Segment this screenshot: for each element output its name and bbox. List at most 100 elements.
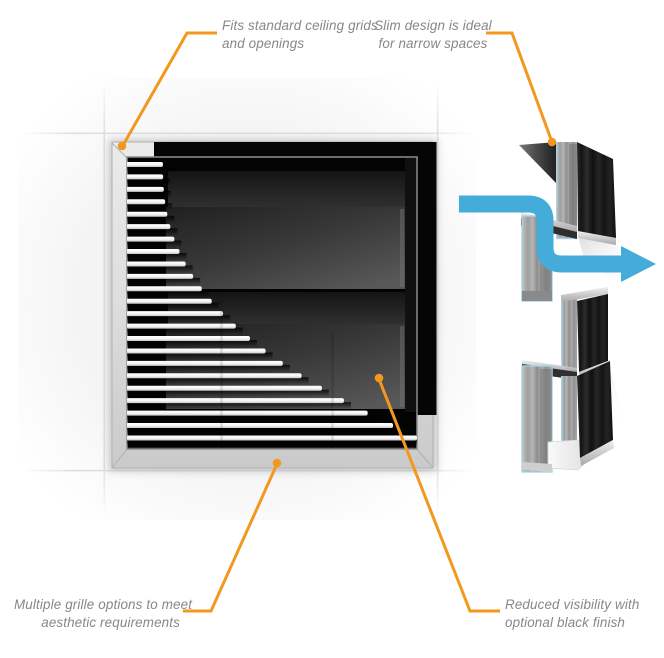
grille-slat [127,249,180,255]
grille-slat [127,174,164,180]
damper-blade-top-edge-1 [168,171,405,207]
airflow-arrow-head [621,246,656,282]
profile-blade-bottom [577,361,613,458]
tile-grid-line-left [103,80,106,516]
callout-top-left: Fits standard ceiling grids and openings [222,17,378,52]
slat-shadow [127,364,290,372]
slat-shadow [127,315,231,323]
slat-shadow [127,240,182,248]
slat-support-seams [220,300,334,448]
damper-edge-highlight-2 [400,326,404,407]
grille-slat [127,162,163,167]
profile-channel-bottom [521,365,553,473]
slat-shadow [127,327,243,335]
slat-seam-2 [331,332,334,448]
callout-dot-bottom-right [374,373,384,383]
slat-shadow [127,377,309,385]
grille-slat [127,286,202,292]
callout-top-right-line-1: Slim design is ideal [374,18,492,33]
callout-dot-bottom-left [272,458,282,468]
grille-slat [127,385,322,391]
callout-dot-top-right [547,137,557,147]
profile-blade-bottom-lip [580,440,614,466]
callout-bottom-right: Reduced visibility with optional black f… [505,596,639,631]
grille-slat [127,261,186,267]
grille-slat [127,360,283,366]
callout-bottom-right-line-2: optional black finish [505,614,626,630]
slat-shadow [127,190,171,198]
airflow-arrow [459,195,656,282]
profile-strip-middle [561,295,577,385]
profile-top-face [519,142,557,184]
callout-top-right: Slim design is ideal for narrow spaces [368,17,498,52]
grille-slat [127,298,212,304]
grille-slat [127,273,194,279]
tile-grid-line-right [436,80,439,516]
slat-shadow [127,166,170,173]
profile-view [519,142,628,473]
profile-channel-top [556,142,577,239]
callout-top-left-line-1: Fits standard ceiling grids [222,18,378,33]
grille-slat [127,311,224,317]
callout-lines [117,31,557,613]
slat-shadow [127,215,175,223]
slat-shadow [127,203,173,211]
damper-edge-highlight-1 [400,209,404,287]
callout-line-bottom-right [377,378,500,613]
grille-slat [127,423,394,429]
profile-channel-middle-foot [522,291,552,301]
airflow-arrow-shaft [459,195,623,273]
frame-mitre-bottom-left [111,448,128,469]
interior-right-shadow [405,158,416,412]
slat-shadow [127,290,209,298]
profile-blade-top [577,142,616,238]
slat-shadow [127,389,329,397]
slat-shadow [127,302,219,310]
grille-slats [127,162,417,448]
slat-shadow [127,228,178,236]
profile-channel-top-shade [569,144,577,237]
grille-slat [127,348,266,354]
tile-grid-line-top [20,132,474,135]
grille-slat [127,199,166,205]
callout-bottom-left-line-1: Multiple grille options to meet [14,597,193,612]
slat-seam-1 [220,300,223,448]
slat-shadow [127,253,187,261]
callout-line-top-left [120,31,217,148]
frame-mitre-top-left [111,142,128,159]
grille-slat [127,236,175,242]
frame-mitre-bottom-right [416,448,434,469]
profile-edge-highlight-1 [556,142,577,240]
grille-slat [127,224,171,230]
grille-slat [127,373,302,379]
slat-shadow [127,402,351,410]
slat-shadow [127,414,375,422]
profile-channel-bottom-cap [522,462,552,472]
grille-slat [127,398,344,404]
grille-slat [127,323,236,329]
profile-blade-middle [577,294,608,372]
callout-top-left-line-2: and openings [222,35,305,51]
grille-slat [127,410,368,416]
slat-shadow [127,352,273,360]
slat-shadow [127,277,201,285]
grille-slat [127,211,168,217]
damper-blade-1 [166,207,405,289]
profile-blade-middle-top-lip [561,287,608,302]
callout-dot-top-left [117,141,127,151]
profile-strip-bottom [561,376,577,460]
callout-top-right-line-2: for narrow spaces [378,35,488,51]
grille-slat [127,447,416,448]
grille-slat [127,336,250,342]
profile-blade-top-lip [578,231,616,245]
grille-slat [127,435,417,441]
slat-shadow [127,340,257,348]
callout-bottom-left-line-2: aesthetic requirements [41,614,180,630]
slat-shadow [127,178,171,186]
callout-bottom-left: Multiple grille options to meet aestheti… [14,596,193,631]
slat-shadow [127,427,401,435]
callout-line-bottom-left [183,463,279,613]
slat-shadow [127,439,417,447]
